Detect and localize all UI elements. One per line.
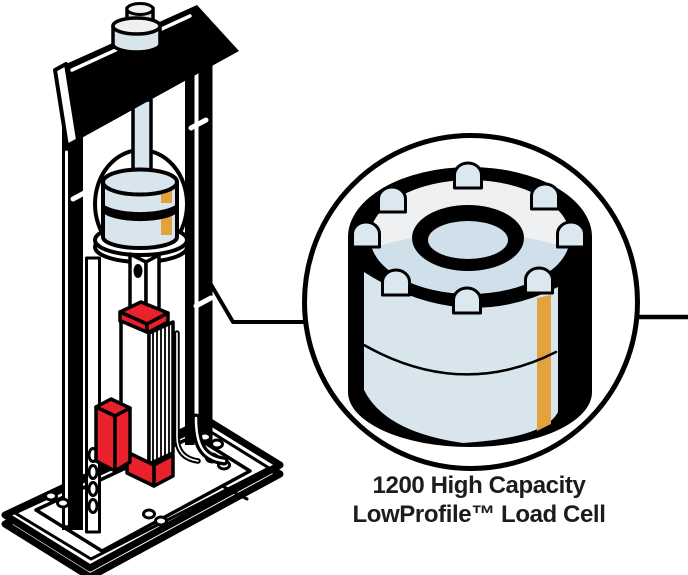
bolt-icon xyxy=(381,268,411,297)
gage-stripe xyxy=(161,185,172,203)
load-frame-illustration xyxy=(1,2,284,575)
actuator-red-base xyxy=(125,450,175,488)
bolt-icon xyxy=(452,286,482,315)
caption-line-1: 1200 High Capacity xyxy=(372,472,586,499)
center-hub-bore xyxy=(428,221,508,259)
right-column-highlight-2 xyxy=(193,295,214,309)
magnifier-detail xyxy=(302,133,640,471)
upper-fitting xyxy=(111,2,162,54)
right-column xyxy=(185,30,214,445)
base-tick xyxy=(222,485,249,501)
body-seam xyxy=(362,343,558,376)
bolt-icon xyxy=(351,220,381,249)
caption-line-2: LowProfile™ Load Cell xyxy=(352,501,606,528)
bolt-icon xyxy=(453,161,483,190)
actuator-ribs xyxy=(152,324,170,462)
bolt-icon xyxy=(524,266,554,295)
top-rod-cap xyxy=(125,2,155,16)
strip-hole xyxy=(87,498,99,514)
bolt-icon xyxy=(377,185,407,214)
load-cell-small xyxy=(101,167,179,250)
mounting-bolts xyxy=(351,161,586,315)
load-cell-small-top xyxy=(101,167,179,197)
manifold-block xyxy=(94,397,132,473)
strip-hole xyxy=(87,464,99,480)
caption: 1200 High Capacity LowProfile™ Load Cell xyxy=(299,471,659,529)
gage-stripe xyxy=(161,213,172,235)
bolt-icon xyxy=(530,182,560,211)
right-column-highlight xyxy=(188,117,209,131)
load-cell-detail-body xyxy=(364,272,558,443)
left-column-highlight xyxy=(70,188,91,202)
beam-end-cap xyxy=(53,62,80,148)
left-column xyxy=(62,108,91,530)
load-cell-small-band xyxy=(101,202,179,222)
leader-line-left xyxy=(201,269,306,324)
hydraulic-hoses xyxy=(174,330,229,466)
collar-top xyxy=(111,16,162,36)
strip-hole xyxy=(87,481,99,497)
guide-strip xyxy=(85,256,101,534)
gage-stripe-detail xyxy=(537,295,551,431)
rod-hole xyxy=(133,264,143,278)
actuator xyxy=(94,300,175,488)
bolt-icon xyxy=(556,220,586,249)
